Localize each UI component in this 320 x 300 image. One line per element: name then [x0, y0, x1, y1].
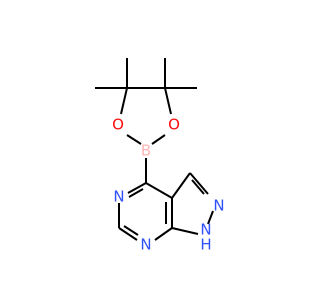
bond-o2-b: [151, 134, 166, 145]
atom-n7-label: N: [140, 236, 151, 254]
bond-c4-n5-inner: [128, 188, 144, 198]
bond-c3a-c4: [145, 182, 173, 199]
bond-c6-n7-inner: [123, 225, 139, 236]
atom-n2-label: N: [213, 197, 224, 215]
bond-c4-n5: [127, 182, 147, 194]
atom-n1-label: N: [200, 221, 211, 239]
molecule-drawing: O O B N N N N H: [95, 58, 225, 254]
atom-h-label: H: [200, 236, 211, 254]
atom-o2-label: O: [168, 116, 180, 134]
bond-c6-n7: [118, 227, 138, 241]
bond-c1-o1: [120, 87, 128, 115]
bond-c2-o2: [164, 87, 172, 115]
bond-o1-b: [126, 134, 142, 145]
bond-c3a-c3: [171, 172, 191, 199]
bond-c3-n2-inner: [191, 179, 205, 195]
atom-o1-label: O: [112, 116, 124, 134]
bond-n1-c7a: [171, 227, 199, 235]
structure-canvas: O O B N N N N H: [95, 58, 225, 254]
bond-n2-n1: [207, 210, 214, 225]
bond-n7-c7a: [154, 227, 173, 241]
atom-n5-label: N: [113, 188, 124, 206]
bond-c3-n2: [189, 172, 209, 195]
atom-b-label: B: [141, 142, 151, 160]
